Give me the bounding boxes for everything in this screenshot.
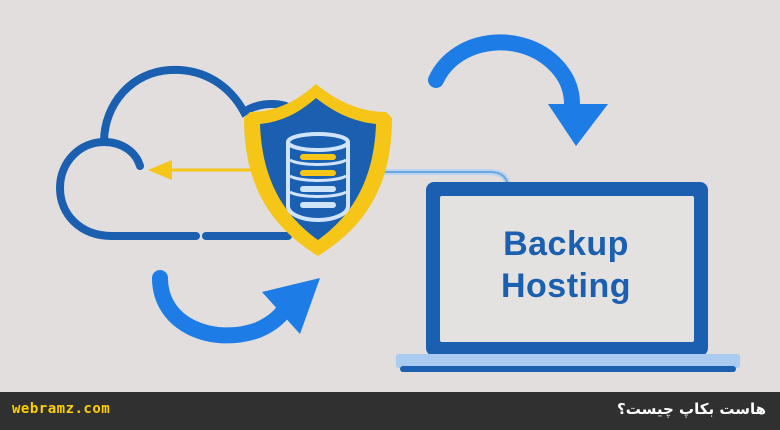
laptop-screen-title-line2: Hosting — [500, 267, 632, 305]
curved-arrow-icon — [152, 270, 320, 344]
footer-caption: هاست بکاپ چیست؟ — [617, 400, 766, 418]
database-icon — [286, 132, 350, 223]
brand-link[interactable]: webramz.com — [12, 401, 111, 417]
backup-hosting-illustration — [55, 34, 740, 372]
laptop-screen-title-line1: Backup — [503, 225, 629, 263]
left-arrow-icon — [148, 160, 262, 180]
laptop-icon — [396, 182, 740, 372]
footer-bar: webramz.com هاست بکاپ چیست؟ — [0, 392, 780, 430]
cloud-icon — [55, 65, 292, 240]
curved-arrow-icon — [428, 34, 608, 146]
